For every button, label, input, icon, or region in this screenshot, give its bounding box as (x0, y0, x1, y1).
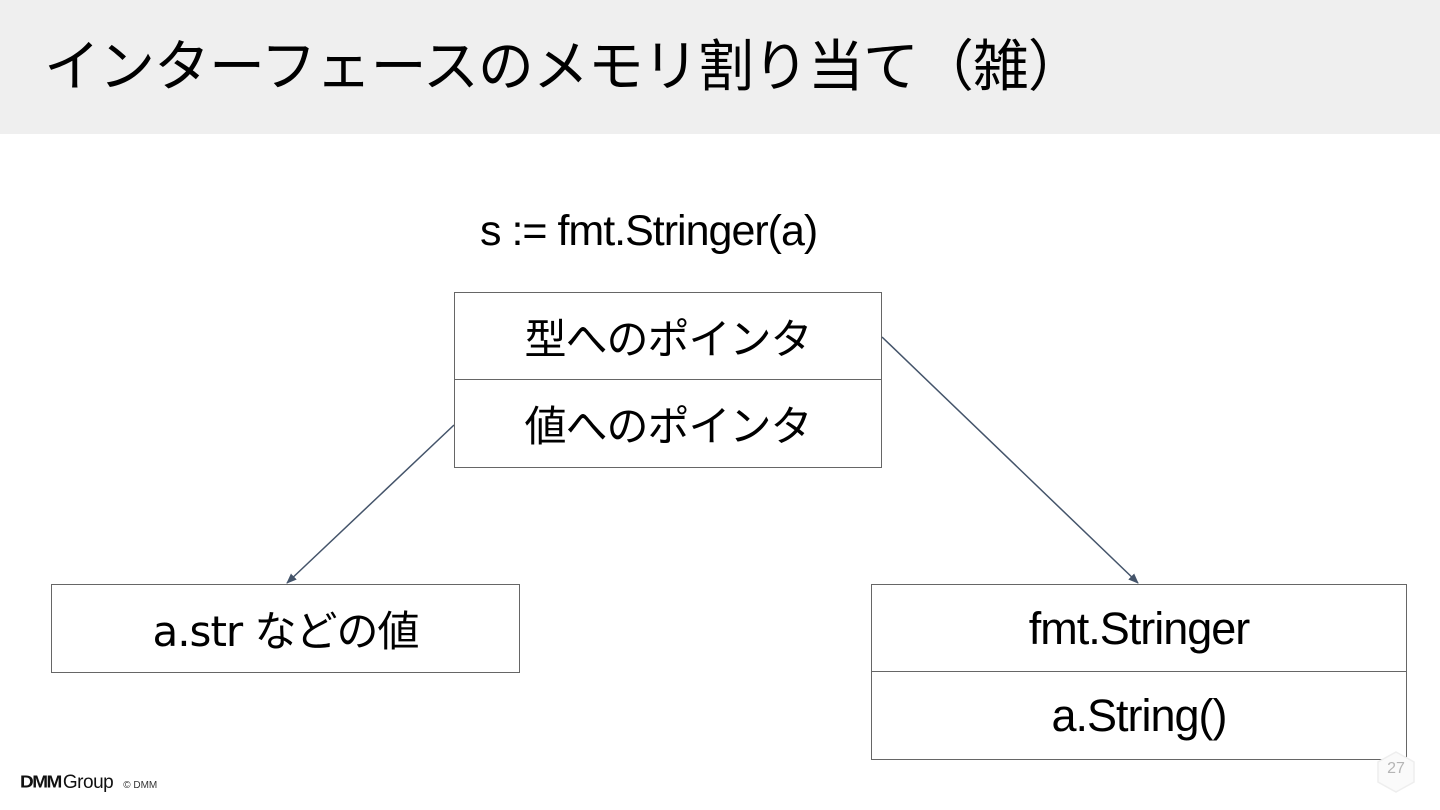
page-number: 27 (1387, 760, 1405, 777)
value-pointer-cell: 値へのポインタ (454, 379, 882, 468)
dmm-group-logo: DMM Group © DMM (20, 772, 157, 794)
type-name-cell: fmt.Stringer (871, 584, 1407, 673)
page-number-hexagon-icon (1377, 751, 1415, 793)
slide-title: インターフェースのメモリ割り当て（雑） (44, 35, 1084, 100)
value-box-label: a.str などの値 (152, 607, 419, 656)
value-pointer-label: 値へのポインタ (524, 402, 812, 451)
copyright-text: © DMM (123, 780, 158, 791)
type-method-label: a.String() (1051, 689, 1227, 741)
arrow-to-value (286, 424, 455, 584)
type-name-label: fmt.Stringer (1028, 602, 1251, 654)
value-box: a.str などの値 (51, 584, 520, 673)
type-pointer-label: 型へのポインタ (524, 315, 812, 364)
code-statement: s := fmt.Stringer(a) (480, 207, 818, 255)
title-bar: インターフェースのメモリ割り当て（雑） (0, 0, 1440, 134)
logo-group-text: Group (62, 772, 114, 793)
logo-dmm-text: DMM (20, 773, 62, 792)
arrow-to-type (881, 336, 1139, 584)
type-method-cell: a.String() (871, 671, 1407, 760)
type-pointer-cell: 型へのポインタ (454, 292, 882, 381)
